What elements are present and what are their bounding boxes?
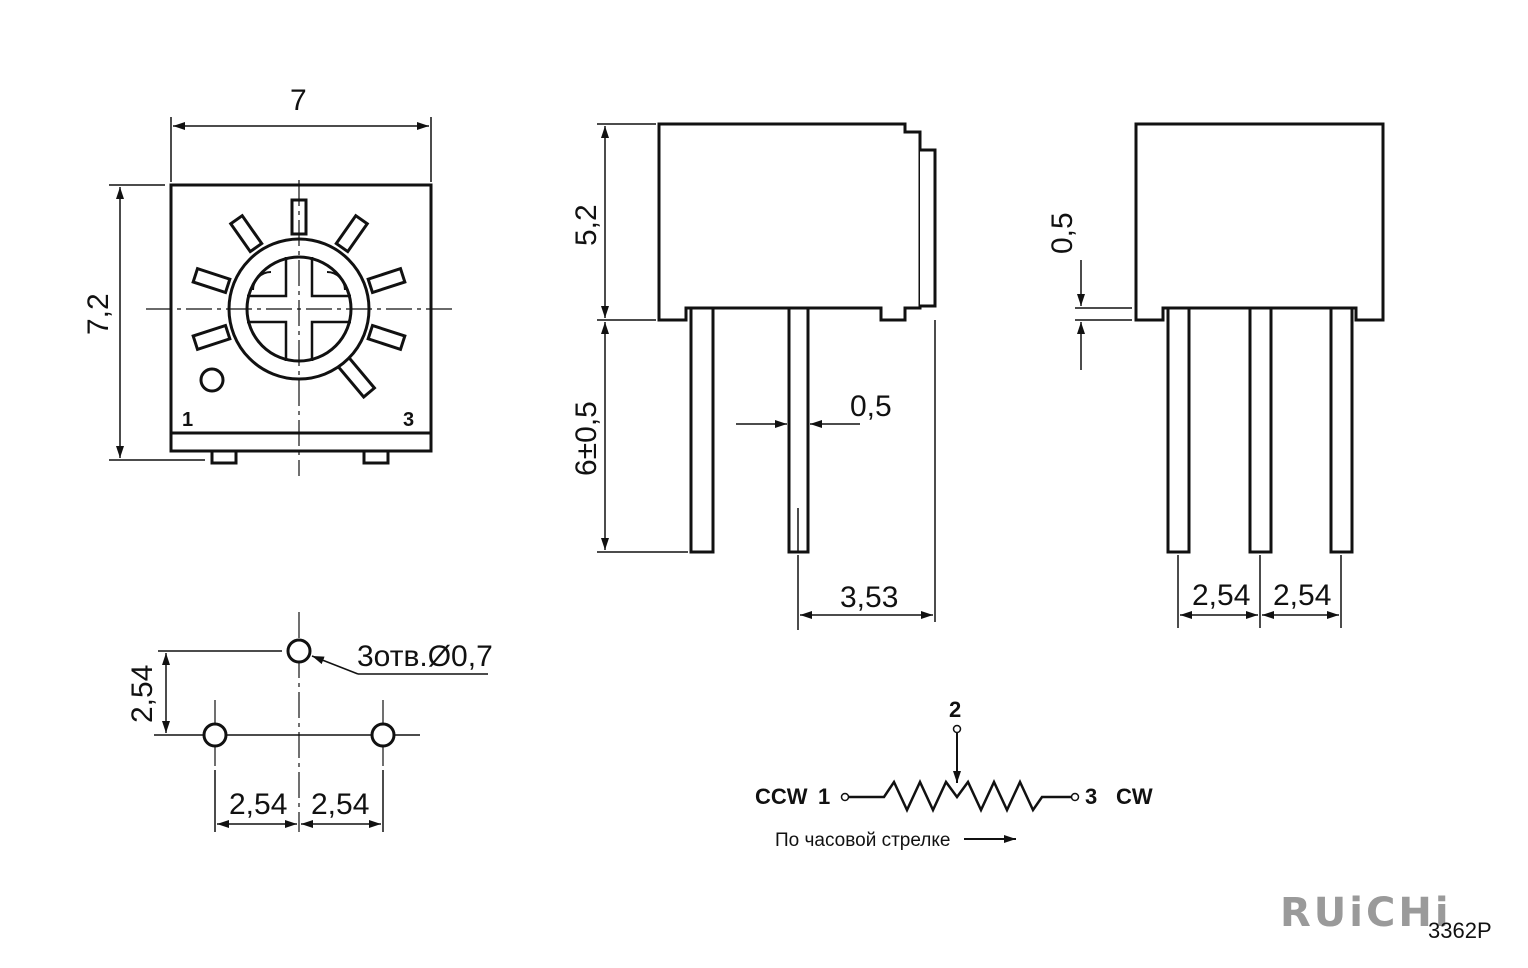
front-view-lead-2 — [1248, 306, 1273, 554]
top-view-pin3-label: 3 — [403, 409, 414, 431]
footprint-hole-3 — [370, 722, 396, 748]
top-view-height-label: 7,2 — [82, 293, 115, 335]
front-view-body — [1134, 122, 1385, 322]
top-view-pin-tab-left — [210, 449, 238, 465]
brand-block: RUiCHi 3362P — [1280, 890, 1492, 943]
schematic-pin2-label: 2 — [949, 697, 961, 722]
schematic-symbol: CCW 1 2 3 CW По часовой стрелке — [755, 697, 1153, 851]
front-view: 0,5 2,54 2,54 — [1046, 122, 1385, 628]
side-view-body — [657, 122, 922, 322]
pin1-marker-dot — [199, 367, 225, 393]
pcb-footprint: 2,54 2,54 2,54 3отв.Ø0,7 — [126, 612, 493, 832]
front-view-pitch-left-label: 2,54 — [1192, 579, 1250, 612]
front-view-pitch-right-label: 2,54 — [1273, 579, 1331, 612]
front-view-lead-1 — [1166, 306, 1191, 554]
model-number: 3362P — [1428, 918, 1492, 943]
footprint-hole-1 — [202, 722, 228, 748]
footprint-vertical-pitch-label: 2,54 — [126, 665, 159, 723]
brand-logo: RUiCHi — [1280, 890, 1452, 936]
top-view-pin1-label: 1 — [182, 409, 193, 431]
resistor-zigzag — [849, 779, 1071, 813]
schematic-pin1-label: 1 — [818, 784, 830, 809]
footprint-holes-note: 3отв.Ø0,7 — [357, 640, 493, 673]
top-view-width-label: 7 — [290, 84, 307, 117]
front-view-standoff-label: 0,5 — [1046, 212, 1079, 254]
schematic-pin3-label: 3 — [1085, 784, 1097, 809]
side-view-lead-length-label: 6±0,5 — [570, 401, 603, 476]
schematic-direction-note: По часовой стрелке — [775, 830, 950, 851]
top-view-pin-tab-right — [362, 449, 390, 465]
side-view-body-height-label: 5,2 — [570, 204, 603, 246]
footprint-hole-2 — [286, 638, 312, 664]
schematic-cw-label: CW — [1116, 784, 1153, 809]
footprint-pitch-left-label: 2,54 — [229, 788, 287, 821]
side-view: 5,2 6±0,5 0,5 3,53 — [570, 122, 937, 630]
top-view: 1 3 7 7,2 — [82, 84, 452, 476]
side-view-adjuster-rail — [920, 148, 937, 308]
side-view-offset-label: 3,53 — [840, 581, 898, 614]
front-view-lead-3 — [1329, 306, 1354, 554]
schematic-ccw-label: CCW — [755, 784, 808, 809]
side-view-lead-front — [689, 306, 715, 554]
side-view-lead-width-label: 0,5 — [850, 390, 892, 423]
footprint-pitch-right-label: 2,54 — [311, 788, 369, 821]
